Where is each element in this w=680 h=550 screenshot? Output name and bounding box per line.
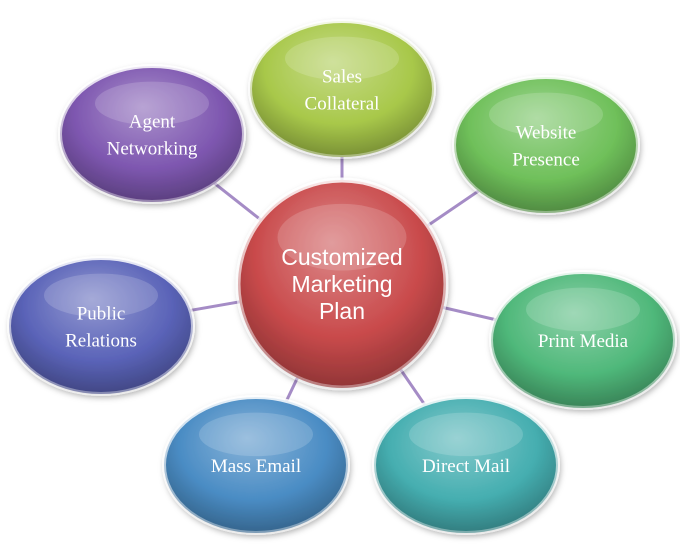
node-shape-agent-networking — [58, 64, 246, 204]
gloss-highlight — [198, 412, 314, 457]
node-label: Print Media — [538, 331, 629, 352]
center-node-label: Customized — [281, 244, 402, 270]
node-label: Public — [77, 304, 126, 325]
gloss-highlight — [408, 412, 524, 457]
node-shape-print-media — [489, 270, 677, 410]
gloss-highlight — [94, 81, 210, 126]
node-direct-mail: Direct Mail — [372, 395, 560, 535]
node-label: Agent — [129, 112, 176, 133]
node-label: Presence — [512, 150, 580, 171]
gloss-highlight — [525, 287, 641, 332]
center-node-shape — [235, 177, 449, 391]
center-node-label: Plan — [319, 298, 365, 324]
gloss-highlight — [284, 36, 400, 81]
node-label: Networking — [107, 139, 198, 160]
node-label: Direct Mail — [422, 456, 510, 477]
node-print-media: Print Media — [489, 270, 677, 410]
gloss-highlight — [43, 273, 159, 318]
node-label: Collateral — [305, 94, 380, 115]
node-mass-email: Mass Email — [162, 395, 350, 535]
center-node-label: Marketing — [292, 271, 393, 297]
gloss-highlight — [277, 203, 407, 271]
node-shape-website-presence — [452, 75, 640, 215]
node-label: Website — [516, 123, 577, 144]
node-label: Sales — [322, 67, 362, 88]
node-shape-sales-collateral — [248, 19, 436, 159]
node-shape-public-relations — [7, 256, 195, 396]
node-label: Mass Email — [211, 456, 301, 477]
node-shape-direct-mail — [372, 395, 560, 535]
node-shape-mass-email — [162, 395, 350, 535]
node-label: Relations — [65, 331, 137, 352]
gloss-highlight — [488, 92, 604, 137]
